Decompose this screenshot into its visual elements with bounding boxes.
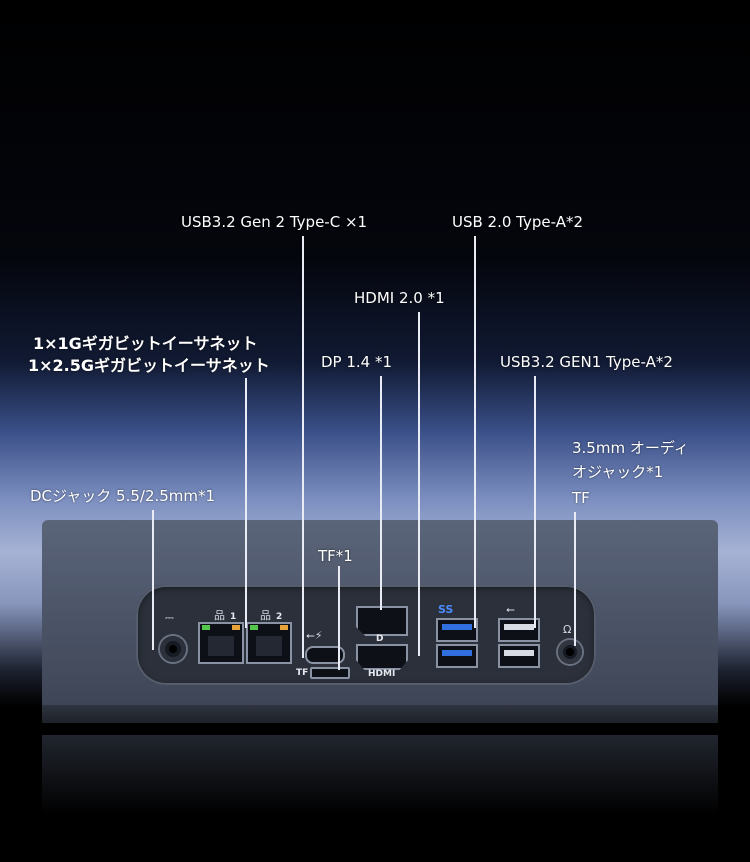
callout-audio-line1: 3.5mm オーディ [572, 439, 689, 457]
displayport-port [356, 606, 408, 636]
led-orange [280, 625, 288, 630]
leader-dc [152, 510, 154, 650]
hdmi-port [356, 644, 408, 670]
ethernet-port-1 [198, 622, 244, 664]
mini-pc-base [42, 705, 718, 723]
usb3-port-bottom [436, 644, 478, 668]
leader-audio [574, 512, 576, 646]
callout-lan-25g: 1×2.5Gギガビットイーサネット [28, 356, 270, 375]
usb2-tongue [504, 624, 534, 630]
headphone-icon: Ω [563, 623, 572, 636]
lan1-label: 1 [230, 612, 237, 622]
superspeed-usb-icon: SS [438, 603, 454, 616]
callout-dp: DP 1.4 *1 [321, 353, 393, 371]
led-green [250, 625, 258, 630]
callout-audio-line2: オジャック*1 [572, 463, 664, 481]
usb2-port-bottom [498, 644, 540, 668]
leader-usb20 [474, 236, 476, 628]
usb-thunder-icon: ⭠⚡ [306, 629, 323, 642]
tf-card-slot [310, 667, 350, 679]
hdmi-label: HDMI [368, 669, 396, 679]
leader-hdmi [418, 312, 420, 656]
callout-tf: TF*1 [318, 547, 353, 565]
callout-usb32: USB3.2 GEN1 Type-A*2 [500, 353, 673, 371]
callout-usbc: USB3.2 Gen 2 Type-C ×1 [181, 213, 368, 231]
leader-lan [245, 378, 247, 628]
displayport-icon: D [376, 634, 384, 644]
usb3-tongue [442, 624, 472, 630]
leader-usbc [302, 236, 304, 658]
usb2-tongue [504, 650, 534, 656]
led-green [202, 625, 210, 630]
callout-lan-1g: 1×1Gギガビットイーサネット [33, 334, 258, 353]
usb-icon: ⭠ [506, 603, 515, 616]
network-icon: 品 [260, 609, 271, 622]
callout-dc: DCジャック 5.5/2.5mm*1 [30, 487, 216, 505]
callout-audio-line3: TF [572, 489, 590, 507]
usb2-port-top [498, 618, 540, 642]
callout-hdmi: HDMI 2.0 *1 [354, 289, 445, 307]
tf-label: TF [296, 668, 309, 678]
network-icon: 品 [214, 609, 225, 622]
dc-power-icon: ⎓ [165, 611, 174, 624]
rj45-jack [208, 636, 234, 656]
callout-usb20: USB 2.0 Type-A*2 [452, 213, 584, 231]
ethernet-port-2 [246, 622, 292, 664]
usb-c-port [305, 646, 345, 664]
usb3-tongue [442, 650, 472, 656]
dc-jack-port [160, 636, 186, 662]
floor-reflection [42, 735, 718, 815]
led-orange [232, 625, 240, 630]
usb3-port-top [436, 618, 478, 642]
lan2-label: 2 [276, 612, 283, 622]
leader-usb32 [534, 376, 536, 628]
leader-dp [380, 376, 382, 610]
audio-jack-port [558, 640, 582, 664]
leader-tf [338, 566, 340, 670]
rj45-jack [256, 636, 282, 656]
